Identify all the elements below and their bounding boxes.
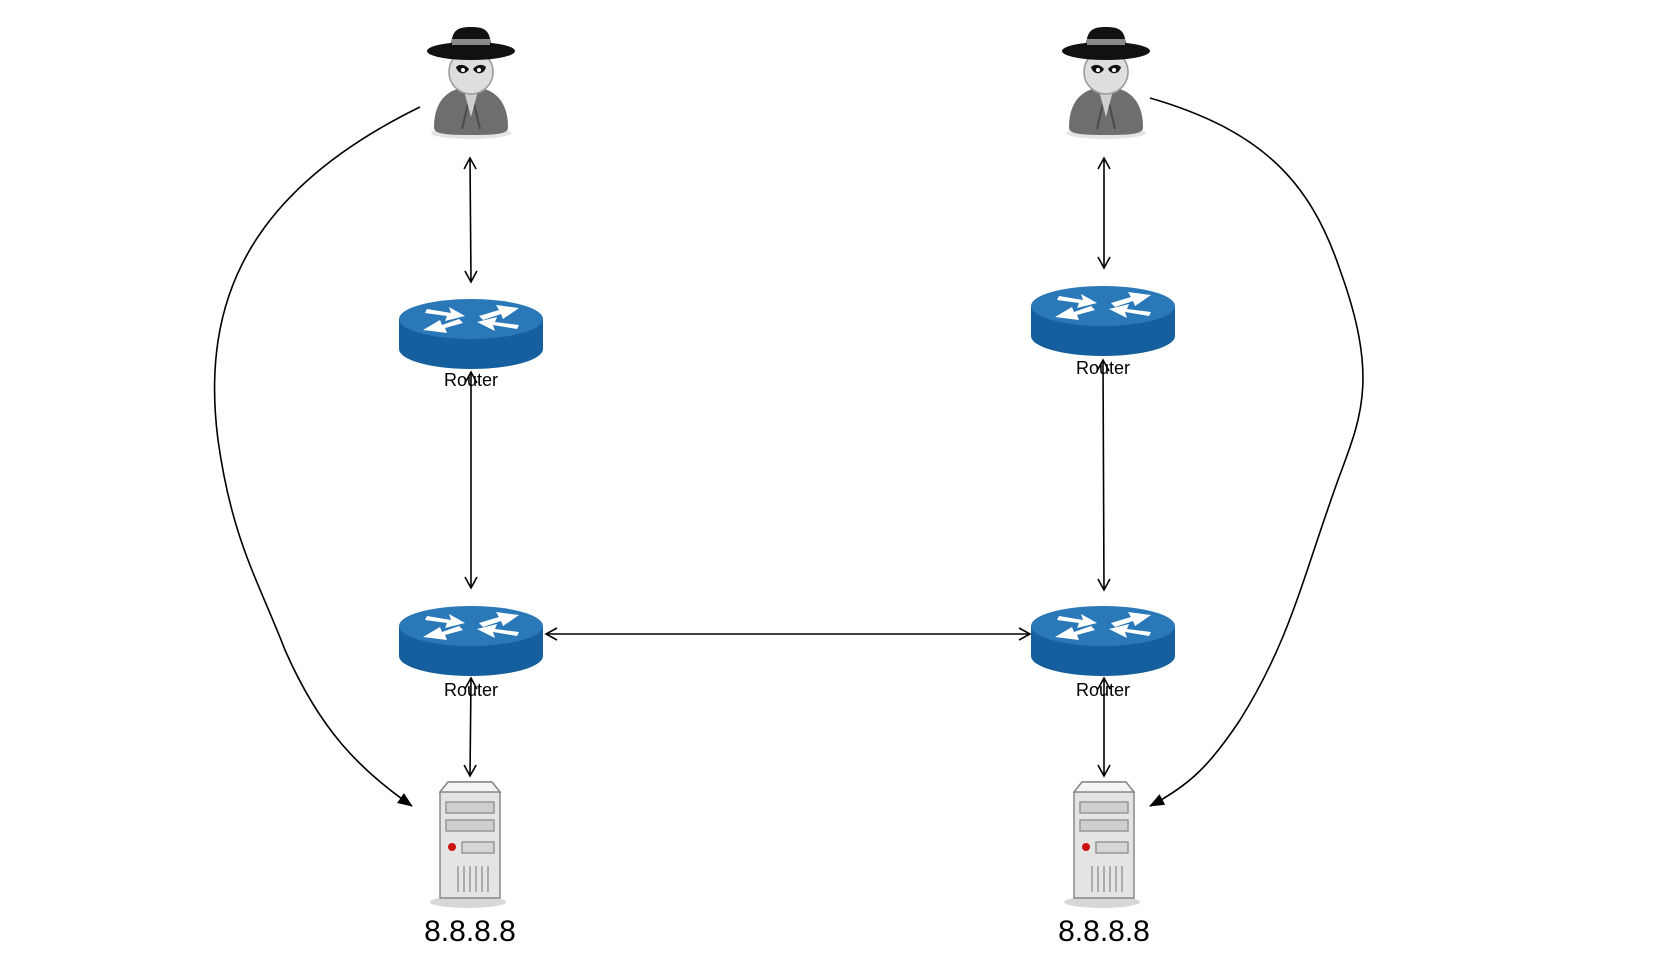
edge-spy-left-curve-to-server-left	[213, 106, 421, 807]
router-icon	[1031, 606, 1175, 676]
server-node-right: 8.8.8.8	[1058, 781, 1150, 948]
router-node-right-bottom: Router	[1031, 606, 1175, 700]
edge-router-right-top-to-router-right-bottom	[1096, 358, 1111, 592]
router-label: Router	[444, 370, 498, 390]
edge-router-left-bottom-to-server-left	[463, 676, 478, 778]
server-node-left: 8.8.8.8	[424, 781, 516, 948]
router-label: Router	[1076, 358, 1130, 378]
router-icon	[399, 299, 543, 369]
edge-spy-left-to-router-left-top	[463, 156, 478, 284]
spy-icon	[426, 26, 516, 140]
server-icon	[429, 781, 507, 909]
edges	[213, 97, 1364, 807]
server-ip-label: 8.8.8.8	[1058, 915, 1150, 948]
spy-icon	[1061, 26, 1151, 140]
router-label: Router	[444, 680, 498, 700]
router-icon	[1031, 286, 1175, 356]
server-icon	[1063, 781, 1141, 909]
router-node-left-bottom: Router	[399, 606, 543, 700]
router-label: Router	[1076, 680, 1130, 700]
router-icon	[399, 606, 543, 676]
router-node-left-top: Router	[399, 299, 543, 390]
router-node-right-top: Router	[1031, 286, 1175, 378]
spy-node-left	[426, 26, 516, 140]
server-ip-label: 8.8.8.8	[424, 915, 516, 948]
spy-node-right	[1061, 26, 1151, 140]
edge-spy-right-curve-to-server-right	[1149, 97, 1364, 807]
